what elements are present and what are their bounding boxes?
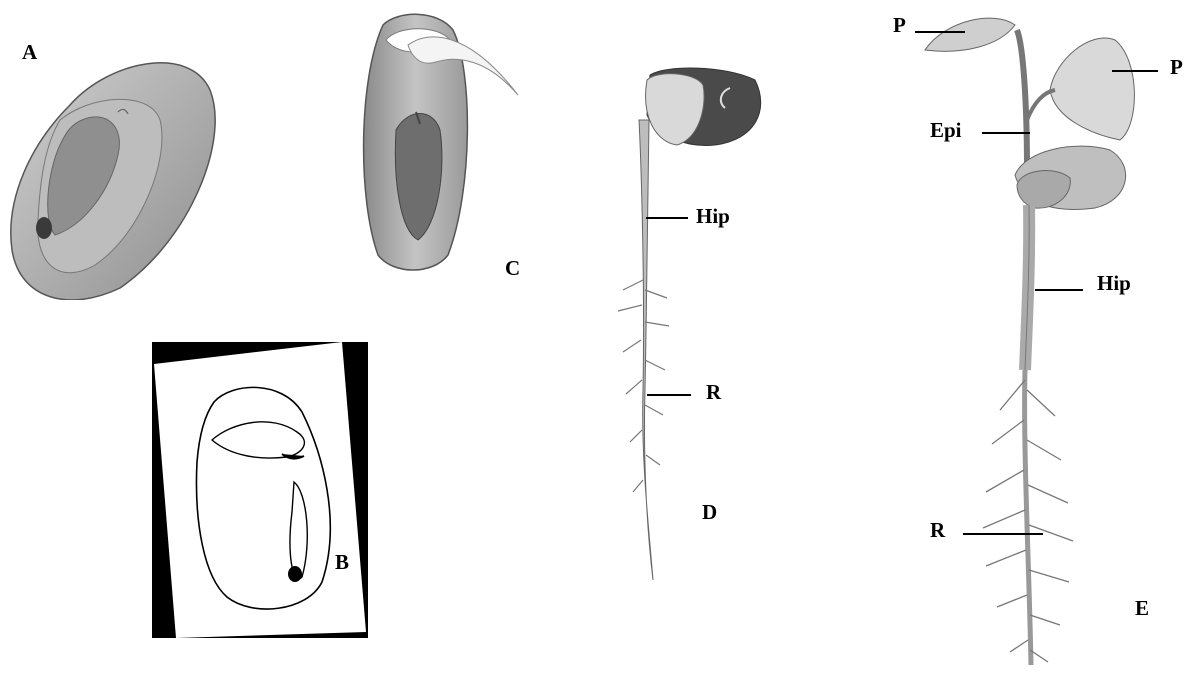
label-d-root: R	[706, 382, 721, 403]
label-e-epicotyl: Epi	[930, 120, 962, 141]
panel-label-b: B	[335, 552, 349, 573]
panel-label-c: C	[505, 258, 520, 279]
label-e-primary-leaf-left: P	[893, 15, 906, 36]
panel-label-a: A	[22, 42, 37, 63]
leader-line-e-root	[963, 533, 1043, 535]
panel-label-d: D	[702, 502, 717, 523]
leader-line-d-root	[647, 394, 691, 396]
panel-label-e: E	[1135, 598, 1149, 619]
leader-line-e-epi	[982, 132, 1030, 134]
leader-line-d-hip	[646, 217, 688, 219]
figure-e-young-plant	[905, 0, 1170, 673]
seedling-d-drawing	[605, 60, 785, 590]
figure-a-seed	[0, 50, 225, 300]
seed-c-drawing	[338, 0, 538, 280]
plant-e-drawing	[905, 0, 1170, 673]
seed-b-drawing	[152, 342, 368, 638]
figure-b-seed-outline	[152, 342, 368, 638]
leader-line-e-p-left	[915, 31, 965, 33]
seed-a-drawing	[0, 50, 225, 300]
label-e-primary-leaf-right: P	[1170, 57, 1183, 78]
leader-line-e-hip	[1035, 289, 1083, 291]
label-e-hypocotyl: Hip	[1097, 273, 1131, 294]
leader-line-e-p-right	[1112, 70, 1158, 72]
label-e-root: R	[930, 520, 945, 541]
label-d-hypocotyl: Hip	[696, 206, 730, 227]
figure-d-seedling	[605, 60, 785, 590]
figure-c-germinating-seed	[338, 0, 538, 280]
